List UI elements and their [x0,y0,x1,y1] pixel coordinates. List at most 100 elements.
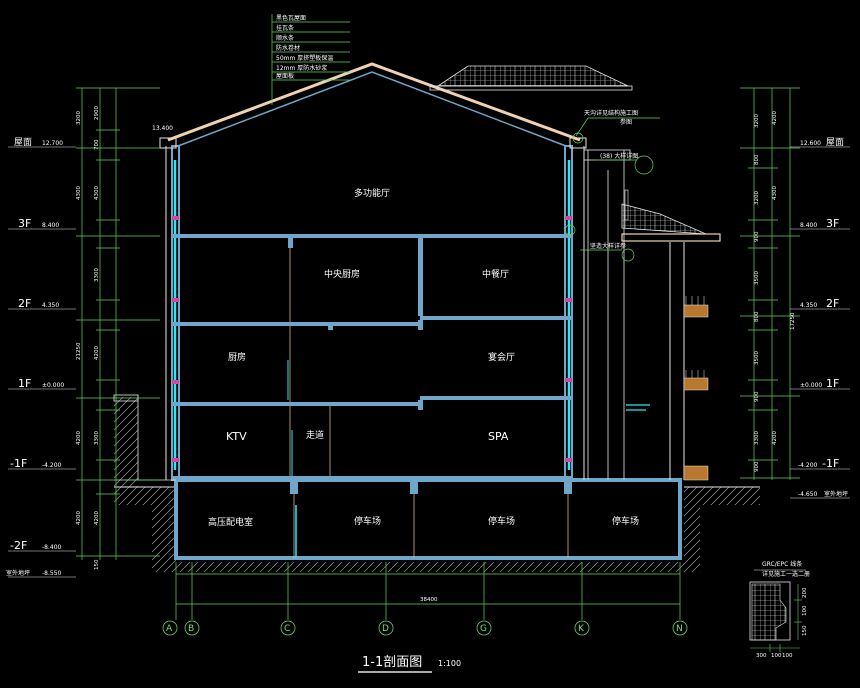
roof-note-4: 防水卷材 [276,44,300,52]
level-right-2f: 2F [826,297,839,310]
detail-title-1: GRC/EPC 线条 [762,560,802,568]
room-ktv: KTV [226,430,247,443]
level-left-b1: -1F [10,457,27,470]
dim-right-outer-2: 4300 [772,186,778,200]
detail-dim-r1: 200 [802,587,808,598]
room-yanhuiting: 宴会厅 [488,351,515,363]
dim-left-outer-5: 4200 [76,511,82,525]
level-left-roof: 屋面 [14,137,32,148]
axis-label-a: A [166,624,173,634]
dim-right-inner-2: 800 [754,154,760,165]
detail-dim-b1: 300 [756,653,767,659]
gutter-note: 天沟详见结构施工图 [584,109,638,117]
dim-right-inner-9: 3300 [754,431,760,445]
room-zhongyang-chufang: 中央厨房 [324,268,360,280]
elev-left-2f: 4.350 [42,302,59,309]
dim-right-outer-3: 17250 [790,312,796,330]
room-duogongneng: 多功能厅 [354,187,390,199]
dim-right-inner-10: 900 [754,461,760,472]
level-left-outdoor: 室外地坪 [6,569,30,577]
elev-left-b1: -4.200 [42,462,62,469]
room-gaoya: 高压配电室 [208,516,253,528]
grc-detail [749,569,806,652]
gutter-note-ref: 参图 [620,118,632,126]
dim-right-inner-7: 3500 [754,351,760,365]
room-tingche-3: 停车场 [612,515,639,527]
room-tingche-1: 停车场 [354,515,381,527]
elev-left-1f: ±0.000 [42,382,64,389]
gable-roof [167,62,581,147]
right-annex [583,149,709,481]
right-dimensions [740,87,800,480]
level-left-b2: -2F [10,539,27,552]
detail-dim-r3: 150 [802,625,808,636]
roof-note-2: 挂瓦条 [276,24,294,32]
elev-right-2f: 4.350 [800,302,817,309]
dim-right-inner-1: 3200 [754,114,760,128]
dim-left-inner-6: 3300 [94,268,100,282]
elev-left-3f: 8.400 [42,222,59,229]
dim-right-inner-6: 800 [754,311,760,322]
elev-right-3f: 8.400 [800,222,817,229]
level-right-outdoor: 室外地坪 [824,490,848,498]
dim-left-inner-8: 4200 [94,346,100,360]
roof-note-3: 顺水条 [276,34,294,42]
dim-left-outer-1: 3200 [76,111,82,125]
room-chufang: 厨房 [228,351,246,363]
dim-right-inner-3: 3200 [754,191,760,205]
axis-label-b: B [188,624,194,634]
level-right-b1: -1F [822,457,839,470]
left-dimensions [76,87,160,560]
elev-right-1f: ±0.000 [800,382,822,389]
roof-top-elev: 13.400 [152,125,173,132]
axis-label-n: N [676,624,683,634]
dim-left-inner-10: 3300 [94,431,100,445]
level-right-1f: 1F [826,377,839,390]
back-roof [429,65,721,242]
dim-left-outer-4: 4200 [76,431,82,445]
dim-left-inner-4: 4300 [94,186,100,200]
detail-dim-r2: 100 [802,605,808,616]
axis-bubbles [162,620,688,636]
dim-left-outer-3: 21250 [76,342,82,360]
dim-right-inner-5: 3500 [754,271,760,285]
roof-note-5: 50mm 厚挤塑板保温 [276,54,333,62]
detail-title-2: 详见施工一选二册 [762,570,810,578]
soil-hatch [114,397,760,572]
level-left-3f: 3F [18,217,31,230]
axis-grid [175,562,681,620]
detail-ref-note: (38) 大样详图 [600,152,638,160]
elev-left-roof: 12.700 [42,140,63,147]
detail-dim-b2: 100 [771,653,782,659]
dim-right-outer-1: 4200 [772,111,778,125]
room-zhongcanting: 中餐厅 [482,268,509,280]
level-left-1f: 1F [18,377,31,390]
dim-left-inner-2: 700 [94,139,100,150]
elev-right-roof: 12.600 [800,140,821,147]
dim-left-inner-12: 4200 [94,511,100,525]
level-lines [8,146,850,578]
elev-right-outdoor: -4.650 [798,491,818,498]
elev-right-b1: -4.200 [798,462,818,469]
right-callout-leaders [564,117,660,262]
roof-callout-leader [271,14,350,105]
dim-left-inner-13: 150 [94,559,100,570]
level-right-roof: 屋面 [826,137,844,148]
room-tingche-2: 停车场 [488,515,515,527]
level-right-3f: 3F [826,217,839,230]
room-spa: SPA [488,430,509,443]
overall-width-dim: 38400 [420,597,438,603]
elev-left-outdoor: -8.550 [42,570,62,577]
axis-label-k: K [578,624,585,634]
axis-label-d: D [382,624,389,634]
dim-right-inner-4: 900 [754,231,760,242]
elev-left-b2: -8.400 [42,544,62,551]
detail-dim-b3: 100 [782,653,793,659]
dim-right-inner-8: 900 [754,391,760,402]
eave-note: 坚造大样详参 [590,242,626,250]
dim-right-outer-4: 4200 [772,431,778,445]
roof-note-6: 12mm 厚防水砂浆 [276,64,327,72]
dim-left-outer-2: 4300 [76,186,82,200]
dim-left-inner-1: 2900 [94,106,100,120]
